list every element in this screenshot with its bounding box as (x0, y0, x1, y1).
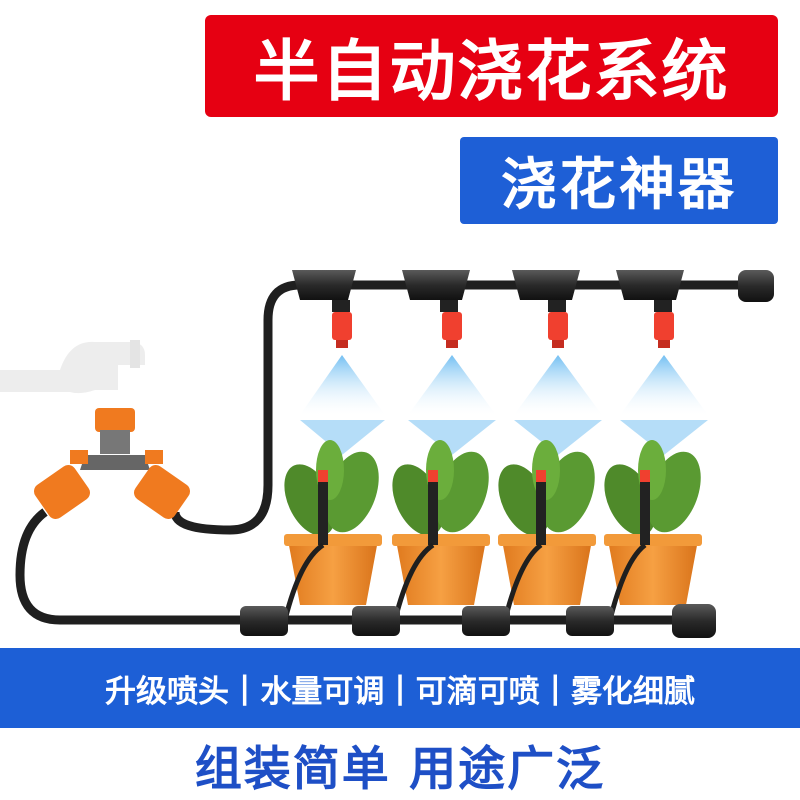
tee-fitting (292, 270, 774, 312)
y-splitter-icon (34, 408, 190, 520)
faucet-icon (0, 340, 145, 394)
page-subtitle: 浇花神器 (501, 153, 737, 218)
subtitle-banner: 浇花神器 (460, 137, 778, 224)
summary-line: 组装简单 用途广泛 (0, 728, 800, 800)
summary-text: 组装简单 用途广泛 (194, 741, 606, 797)
mist-nozzle-icon (332, 312, 674, 348)
feature-item: 升级喷头 (105, 673, 229, 710)
feature-separator: | (239, 670, 251, 706)
feature-separator: | (549, 670, 561, 706)
feature-item: 水量可调 (260, 673, 385, 710)
drip-stake-icon (282, 470, 650, 621)
feature-bar: 升级喷头 | 水量可调 | 可滴可喷 | 雾化细腻 (0, 648, 800, 728)
page-title: 半自动浇花系统 (253, 33, 730, 110)
feature-item: 可滴可喷 (415, 673, 540, 710)
irrigation-illustration (0, 270, 774, 638)
title-banner: 半自动浇花系统 (205, 15, 778, 117)
supply-pipe (15, 280, 770, 625)
tee-fitting-bottom (240, 604, 716, 638)
feature-separator: | (394, 670, 406, 706)
mist-spray (300, 355, 708, 455)
feature-item: 雾化细腻 (570, 673, 695, 710)
